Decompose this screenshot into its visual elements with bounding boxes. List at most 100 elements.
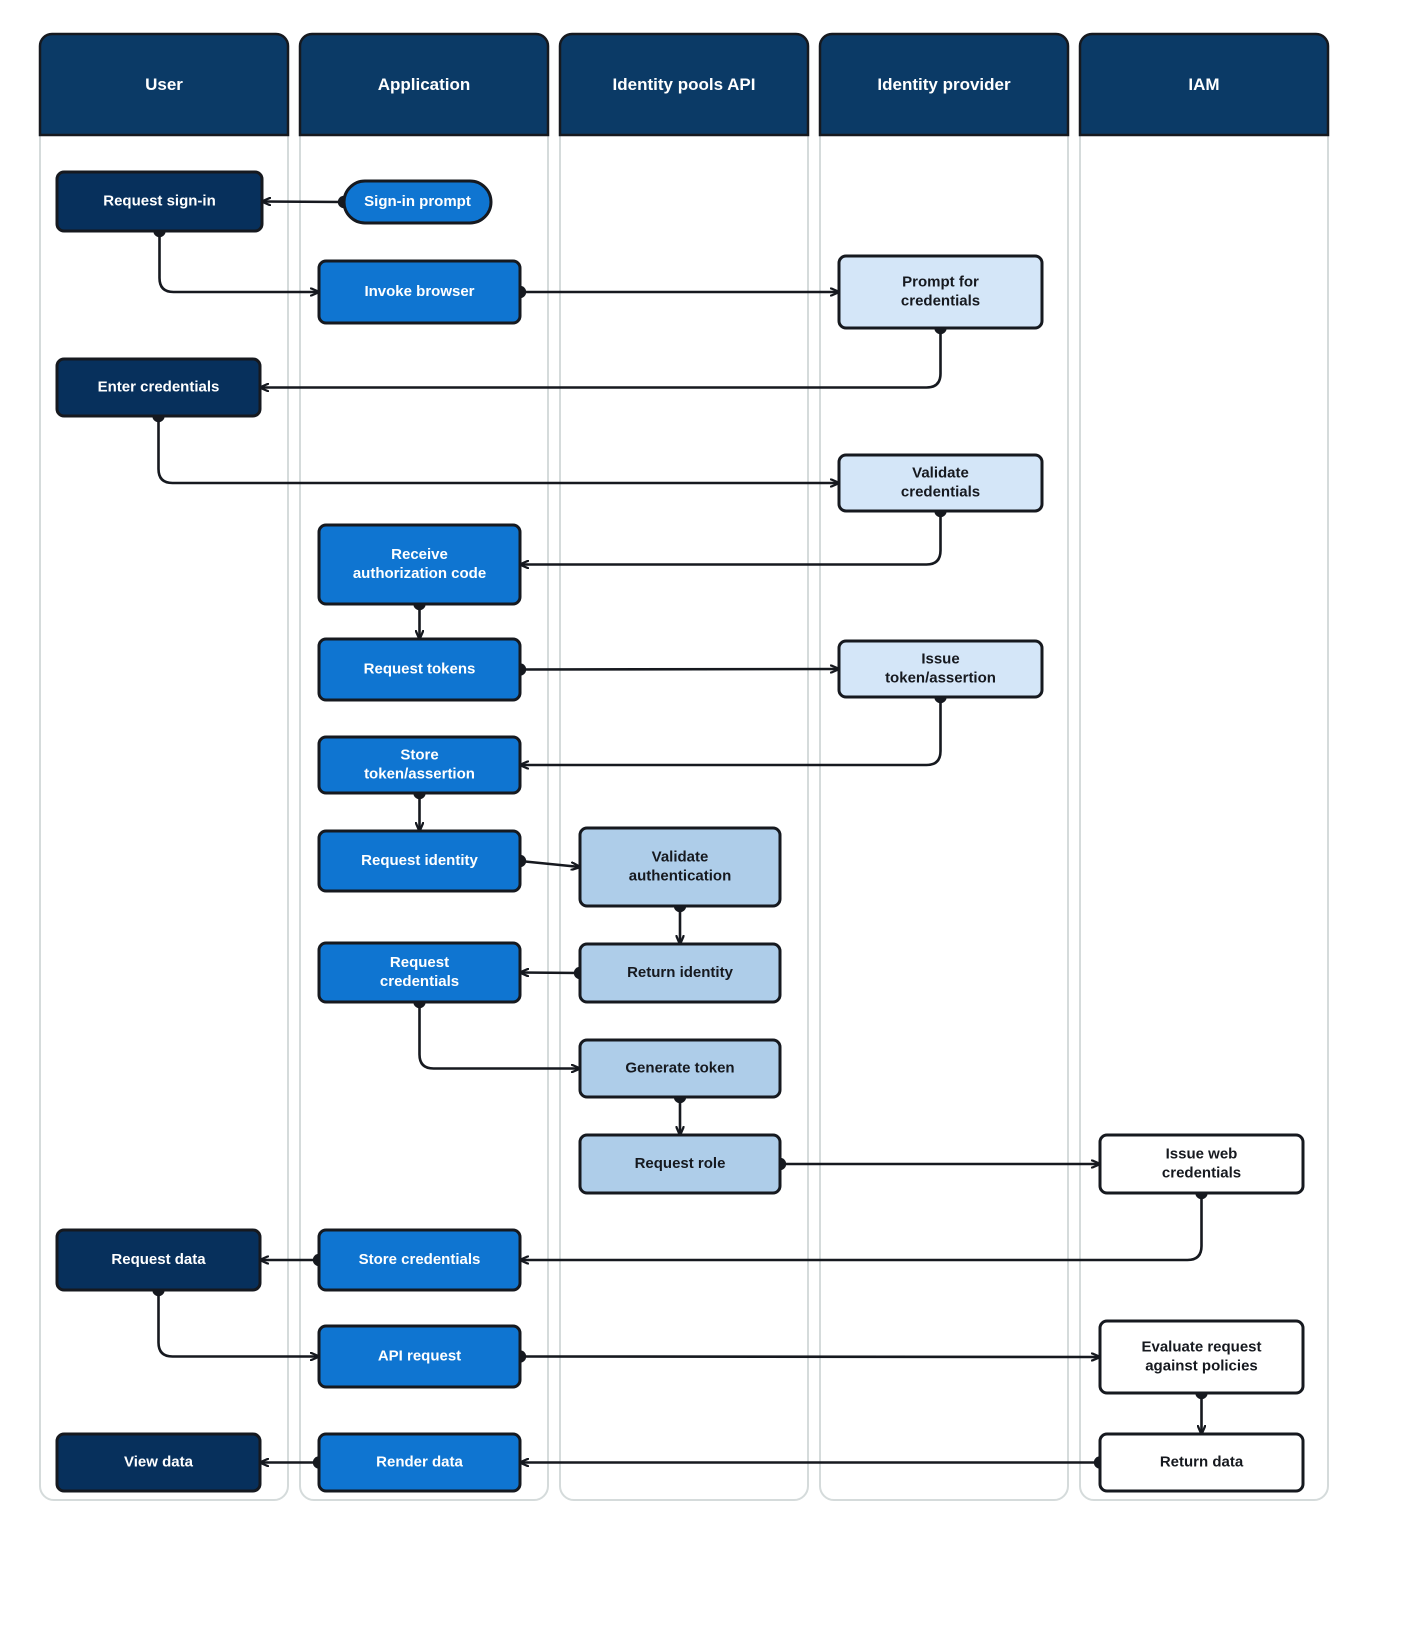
node-box[interactable] [578, 826, 782, 908]
node-label: token/assertion [364, 765, 475, 782]
node-box[interactable] [578, 1038, 782, 1099]
node-box[interactable] [1098, 1133, 1305, 1195]
node-label: API request [378, 1347, 461, 1364]
node-label: Issue [921, 650, 959, 667]
node-api-request[interactable]: API request [317, 1324, 522, 1389]
node-label: Request sign-in [103, 192, 216, 209]
node-label: Return identity [627, 964, 733, 981]
node-request-role[interactable]: Request role [578, 1133, 782, 1195]
node-box[interactable] [1098, 1432, 1305, 1493]
node-label: authorization code [353, 565, 486, 582]
node-box[interactable] [55, 1432, 262, 1493]
node-label: credentials [901, 483, 980, 500]
node-label: Issue web [1166, 1145, 1238, 1162]
swimlane-body [559, 134, 809, 1501]
node-box[interactable] [55, 1228, 262, 1292]
node-return-identity[interactable]: Return identity [578, 942, 782, 1004]
node-box[interactable] [317, 1432, 522, 1493]
node-label: credentials [1162, 1164, 1241, 1181]
node-box[interactable] [578, 942, 782, 1004]
swimlane-body [1079, 134, 1329, 1501]
node-store-credentials[interactable]: Store credentials [317, 1228, 522, 1292]
node-label: authentication [629, 867, 732, 884]
node-enter-credentials[interactable]: Enter credentials [55, 357, 262, 418]
node-request-data[interactable]: Request data [55, 1228, 262, 1292]
node-view-data[interactable]: View data [55, 1432, 262, 1493]
swimlane-header [1078, 32, 1330, 137]
node-invoke-browser[interactable]: Invoke browser [317, 259, 522, 325]
node-receive-auth-code[interactable]: Receive authorization code [317, 523, 522, 606]
node-label: Request tokens [364, 660, 476, 677]
node-label: token/assertion [885, 669, 996, 686]
node-box[interactable] [837, 453, 1044, 513]
node-issue-token-assertion[interactable]: Issue token/assertion [837, 639, 1044, 699]
edge-path [520, 1193, 1203, 1260]
node-evaluate-request[interactable]: Evaluate request against policies [1098, 1319, 1305, 1395]
node-label: Enter credentials [98, 378, 220, 395]
swimlane-header-label-pools: Identity pools API [613, 75, 756, 94]
node-box[interactable] [1098, 1319, 1305, 1395]
swimlane-header [298, 32, 550, 137]
node-box[interactable] [55, 357, 262, 418]
swimlane-header [38, 32, 290, 137]
node-label: Request data [111, 1251, 206, 1268]
node-box[interactable] [317, 523, 522, 606]
node-label: against policies [1145, 1357, 1258, 1374]
swimlane-header-label-iam: IAM [1188, 75, 1219, 94]
node-box[interactable] [578, 1133, 782, 1195]
edge-path [520, 973, 581, 974]
edge-path [418, 1002, 581, 1069]
swimlane-body [39, 134, 289, 1501]
swimlane-user: User [38, 32, 290, 1501]
node-request-tokens[interactable]: Request tokens [317, 637, 522, 702]
node-box[interactable] [317, 1228, 522, 1292]
node-label: Request identity [361, 852, 478, 869]
node-box[interactable] [317, 735, 522, 795]
node-request-sign-in[interactable]: Request sign-in [55, 170, 264, 233]
node-sign-in-prompt[interactable]: Sign-in prompt [342, 179, 493, 225]
node-label: Store [400, 746, 438, 763]
node-store-token-assertion[interactable]: Store token/assertion [317, 735, 522, 795]
node-box[interactable] [342, 179, 493, 225]
node-box[interactable] [317, 829, 522, 893]
node-box[interactable] [317, 941, 522, 1004]
edge-path [520, 511, 942, 565]
edge-path [519, 1357, 1100, 1358]
edge-path [519, 859, 580, 867]
node-label: View data [124, 1453, 194, 1470]
swimlane-header-label-app: Application [378, 75, 471, 94]
node-box[interactable] [837, 639, 1044, 699]
node-box[interactable] [837, 254, 1044, 330]
node-box[interactable] [317, 259, 522, 325]
edge-path [520, 697, 942, 765]
node-label: Sign-in prompt [364, 193, 471, 210]
edge-path [260, 328, 942, 388]
node-label: Generate token [625, 1059, 734, 1076]
node-render-data[interactable]: Render data [317, 1432, 522, 1493]
node-issue-web-credentials[interactable]: Issue web credentials [1098, 1133, 1305, 1195]
node-generate-token[interactable]: Generate token [578, 1038, 782, 1099]
node-label: Request role [635, 1155, 726, 1172]
node-box[interactable] [317, 1324, 522, 1389]
edge-path [519, 669, 839, 670]
node-return-data[interactable]: Return data [1098, 1432, 1305, 1493]
node-box[interactable] [317, 637, 522, 702]
swimlane-header [558, 32, 810, 137]
node-label: Store credentials [359, 1251, 481, 1268]
node-label: Evaluate request [1141, 1338, 1261, 1355]
node-label: Prompt for [902, 273, 979, 290]
swimlane-iam: IAM [1078, 32, 1330, 1501]
node-label: credentials [380, 973, 459, 990]
swimlane-header-label-idp: Identity provider [877, 75, 1011, 94]
node-box[interactable] [55, 170, 264, 233]
node-request-identity[interactable]: Request identity [317, 829, 522, 893]
edge-path [158, 231, 320, 292]
node-label: Receive [391, 546, 448, 563]
